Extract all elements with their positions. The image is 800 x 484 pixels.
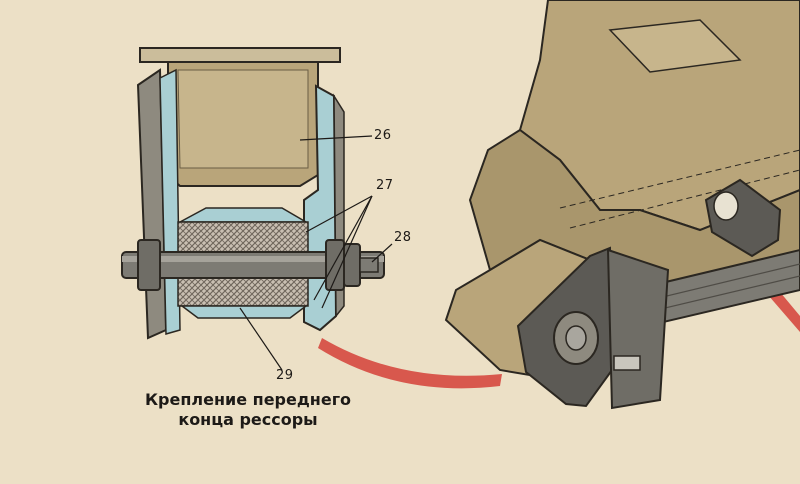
- vehicle-frame-view: [444, 0, 800, 410]
- callout-28: 28: [394, 230, 412, 245]
- red-pointer-arrow: [318, 338, 502, 389]
- callout-27: 27: [376, 178, 394, 193]
- leader-27a: [305, 195, 373, 233]
- leader-27b: [313, 195, 373, 301]
- rubber-bushing-upper: [177, 221, 309, 253]
- spring-eye-pin: [565, 325, 587, 351]
- nut-left: [137, 239, 161, 291]
- bushing-sleeve-bottom: [179, 305, 309, 319]
- caption-line-1: Крепление переднего: [144, 390, 352, 409]
- bushing-sleeve-top: [179, 207, 309, 223]
- callout-26: 26: [374, 128, 392, 143]
- rubber-bushing-lower: [177, 277, 309, 307]
- bracket-plate: [606, 248, 670, 410]
- pin-end: [613, 355, 641, 371]
- leader-26: [299, 135, 373, 141]
- shackle-eye: [713, 191, 739, 221]
- diagram-caption: Крепление переднего конца рессоры: [118, 390, 378, 430]
- nut-right-outer: [343, 243, 361, 287]
- frame-cutout: [608, 19, 742, 73]
- grease-fitting: [359, 257, 379, 273]
- leader-27c: [321, 195, 373, 309]
- mount-cross-section: [121, 47, 393, 371]
- leader-28: [371, 243, 393, 263]
- frame-inner: [177, 69, 309, 169]
- pin-highlight: [122, 256, 384, 262]
- caption-line-2: конца рессоры: [178, 410, 318, 429]
- top-plate: [139, 47, 341, 63]
- hidden-edges: [559, 149, 800, 229]
- leader-29: [239, 307, 283, 371]
- callout-29: 29: [276, 368, 294, 383]
